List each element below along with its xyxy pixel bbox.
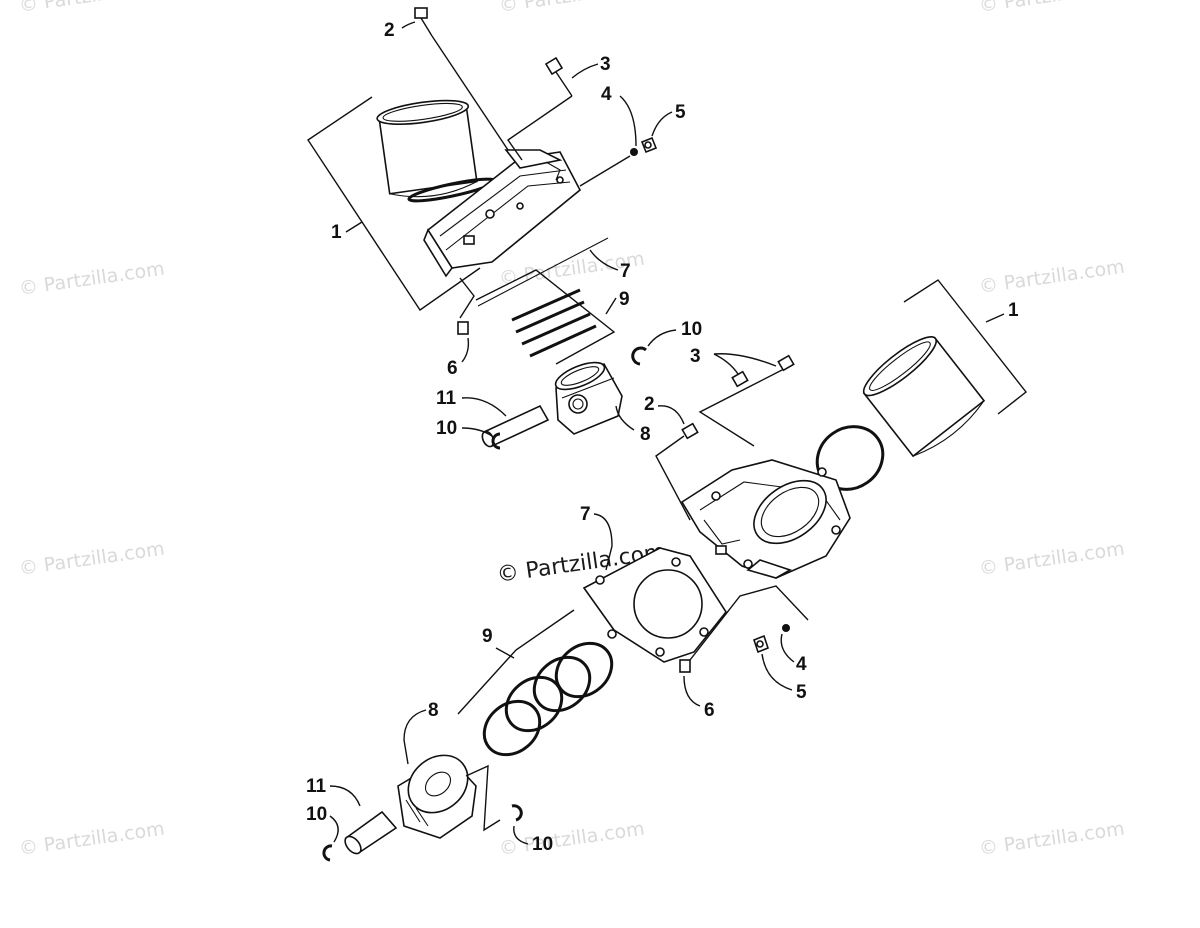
callout-11-bottom: 11 [306, 776, 327, 797]
dowel-6-top [457, 321, 469, 335]
leader-9-top [605, 297, 617, 315]
cylinder-sleeve-bottom [862, 336, 986, 458]
circlip-10-bottom-left [322, 844, 333, 862]
callout-10-top-left: 10 [436, 418, 457, 439]
watermark: © Partzilla.com [978, 538, 1126, 580]
piston-8-top [554, 361, 623, 435]
callout-8-bottom: 8 [428, 700, 439, 721]
leader-1 [345, 221, 363, 233]
callout-4-bottom: 4 [796, 654, 807, 675]
callout-7-top: 7 [620, 261, 631, 282]
bracket-9-bottom [457, 609, 575, 715]
callout-5-top: 5 [675, 102, 686, 123]
bolt-3b-bottom [731, 370, 749, 388]
callout-3-bottom: 3 [690, 346, 701, 367]
circlip-10-top-left [491, 432, 501, 450]
callout-6-bottom: 6 [704, 700, 715, 721]
leader-6-bottom [683, 675, 701, 707]
bolt-2-top [414, 7, 509, 151]
callout-4-top: 4 [601, 84, 612, 105]
leader-8-bottom [403, 709, 427, 765]
bottom-assembly: 1 2 3 4 5 6 7 8 9 10 10 11 [306, 279, 1027, 862]
leader-11-bottom [329, 785, 361, 807]
callout-6-top: 6 [447, 358, 458, 379]
callout-10-bottom-right: 10 [532, 834, 553, 855]
cylinder-block [423, 149, 582, 278]
watermark: © Partzilla.com [18, 538, 166, 580]
piston-rings-9-bottom [482, 641, 614, 757]
bolt-3-top [507, 56, 573, 161]
callout-3-top: 3 [600, 54, 611, 75]
watermark: © Partzilla.com [978, 0, 1126, 17]
callout-2-bottom: 2 [644, 394, 655, 415]
leader-11-top [461, 397, 507, 417]
washer-4-bottom [782, 624, 790, 632]
leader-3-bottom [713, 353, 777, 367]
bracket-1-bottom [903, 279, 1027, 415]
circlip-10-bottom-right [511, 804, 523, 822]
leader-7-bottom [593, 513, 613, 571]
leader-8-top [615, 405, 635, 431]
bracket-10-bottom-right [465, 764, 501, 832]
leader-10-top-right [647, 329, 677, 347]
watermark: © Partzilla.com [18, 258, 166, 300]
leader-2-bottom [657, 405, 685, 425]
piston-pin-11-top [481, 404, 550, 448]
bracket-1 [307, 96, 481, 311]
top-assembly: 1 2 3 4 5 6 7 8 9 10 10 11 [307, 7, 702, 450]
line-4-top [579, 155, 631, 187]
watermark: © Partzilla.com [498, 818, 646, 860]
callout-9-top: 9 [619, 289, 630, 310]
leader-10-top-left [461, 427, 493, 437]
leader-5-bottom [761, 653, 793, 691]
leader-5-top [651, 111, 673, 137]
bracket-6-bottom [689, 585, 809, 661]
callout-10-bottom-left: 10 [306, 804, 327, 825]
callout-1-bottom: 1 [1008, 300, 1019, 321]
piston-pin-11-bottom [344, 810, 398, 855]
piston-rings-9-top [511, 288, 597, 358]
callout-9-bottom: 9 [482, 626, 493, 647]
bolt-3a-bottom [698, 354, 795, 447]
bracket-9-top [475, 269, 616, 365]
bracket-6-top [459, 277, 475, 319]
watermark: © Partzilla.com [978, 818, 1126, 860]
cylinder-block-bottom [680, 459, 851, 579]
leader-10-bottom-left [329, 815, 339, 843]
piston-8-bottom [397, 754, 477, 839]
washer-4-top [630, 148, 638, 156]
leader-4-top [619, 95, 637, 147]
dowel-6-bottom [679, 659, 691, 673]
gasket-7-bottom [582, 547, 727, 663]
leader-9-bottom [495, 647, 515, 659]
leader-7-top [589, 249, 619, 271]
callout-10-top-right: 10 [681, 319, 702, 340]
watermark: © Partzilla.com [498, 0, 646, 17]
watermark: © Partzilla.com [18, 0, 166, 17]
leader-2-top [401, 21, 416, 29]
watermark: © Partzilla.com [978, 256, 1126, 298]
leader-6-top [461, 337, 470, 363]
callout-11-top: 11 [436, 388, 457, 409]
callout-8-top: 8 [640, 424, 651, 445]
leader-1-bottom [985, 313, 1005, 323]
watermark: © Partzilla.com [18, 818, 166, 860]
circlip-10-top-right [631, 346, 647, 366]
callout-7-bottom: 7 [580, 504, 591, 525]
callout-1-top: 1 [331, 222, 342, 243]
callout-2-top: 2 [384, 20, 395, 41]
fitting-5-top [640, 136, 658, 154]
leader-4-bottom [780, 633, 795, 663]
leader-3b-bottom [713, 353, 739, 375]
cylinder-sleeve [376, 99, 478, 198]
leader-10-bottom-right [513, 825, 529, 845]
leader-3-top [571, 63, 599, 79]
fitting-5-bottom [753, 634, 769, 654]
bolt-2-bottom [655, 422, 699, 521]
gasket-7-top [477, 237, 609, 307]
callout-5-bottom: 5 [796, 682, 807, 703]
